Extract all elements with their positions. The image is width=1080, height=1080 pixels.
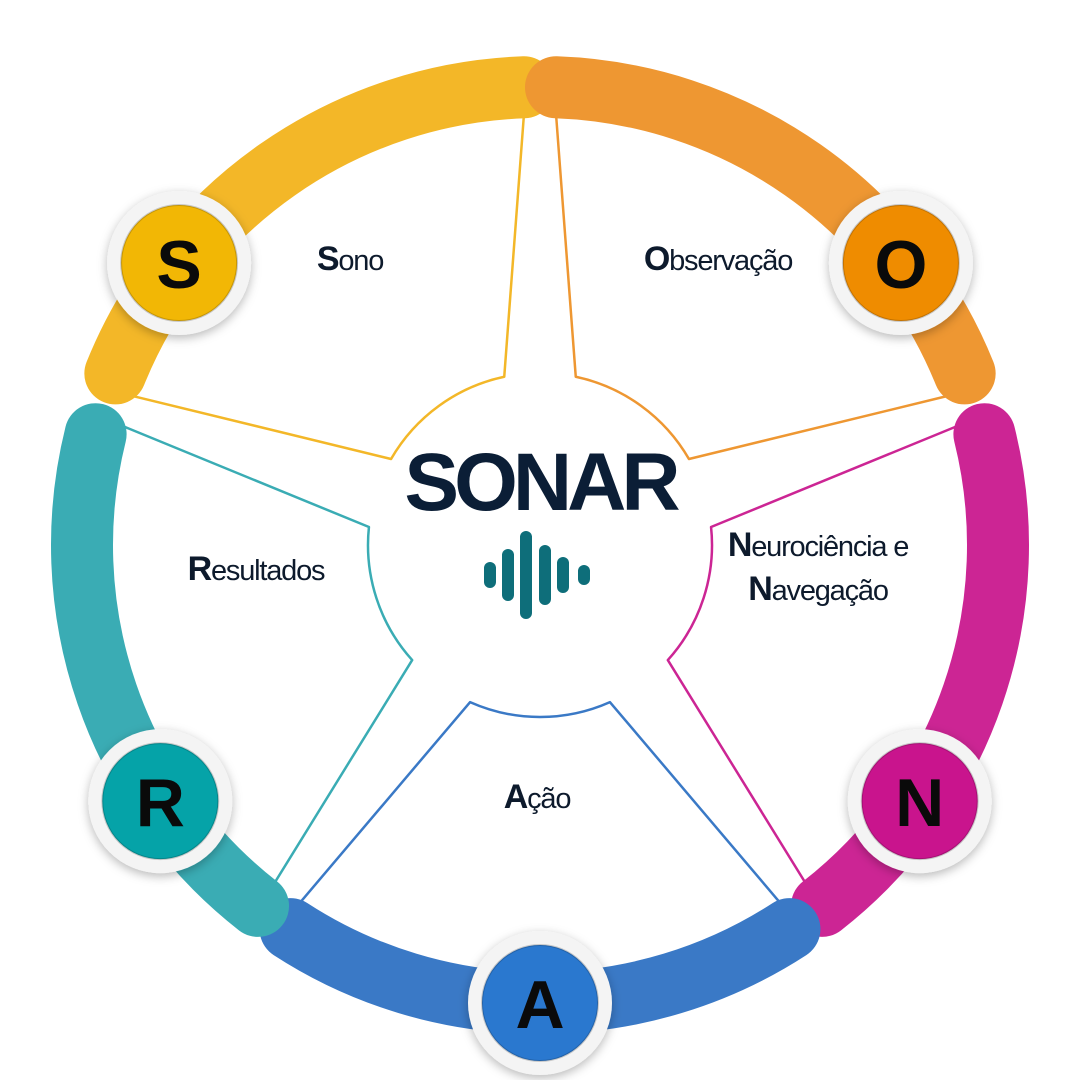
badge-acao: A (468, 931, 612, 1075)
badge-letter: A (515, 967, 564, 1043)
label-rest: eurociência e (751, 531, 908, 563)
wave-bar (520, 531, 532, 619)
label-observacao: Observação (644, 240, 792, 278)
badge-observacao: O (828, 191, 973, 336)
badge-letter: O (874, 227, 927, 303)
label-neurociencia: Neurociência e (728, 526, 908, 564)
label-resultados: Resultados (188, 550, 325, 588)
badge-circle (101, 742, 220, 861)
label-initial: R (188, 550, 212, 588)
wave-bar (484, 562, 496, 588)
label-rest: ção (527, 783, 570, 815)
badge-neurociencia: N (847, 729, 992, 874)
center-title: SONAR (404, 437, 679, 528)
badge-sono: S (107, 191, 252, 336)
badge-letter: R (136, 765, 185, 841)
badge-circle (120, 204, 239, 323)
label-initial: N (728, 526, 751, 564)
label-rest: esultados (211, 555, 325, 587)
badge-circle (841, 204, 960, 323)
wave-bar (557, 557, 569, 593)
badge-circle (481, 944, 599, 1062)
label-sono: Sono (317, 240, 383, 278)
label-initial: A (504, 778, 528, 816)
badge-letter: N (895, 765, 944, 841)
label-rest: avegação (772, 575, 888, 607)
label-neurociencia: Navegação (748, 570, 888, 608)
label-initial: S (317, 240, 339, 278)
badge-letter: S (156, 227, 201, 303)
label-rest: ono (338, 245, 383, 277)
sound-wave-icon (484, 531, 590, 619)
label-rest: bservação (669, 245, 792, 277)
label-initial: N (748, 570, 771, 608)
badge-resultados: R (88, 729, 233, 874)
wave-bar (578, 565, 590, 585)
label-acao: Ação (504, 778, 571, 816)
label-initial: O (644, 240, 670, 278)
badge-circle (860, 742, 979, 861)
wave-bar (539, 545, 551, 605)
wave-bar (502, 549, 514, 601)
